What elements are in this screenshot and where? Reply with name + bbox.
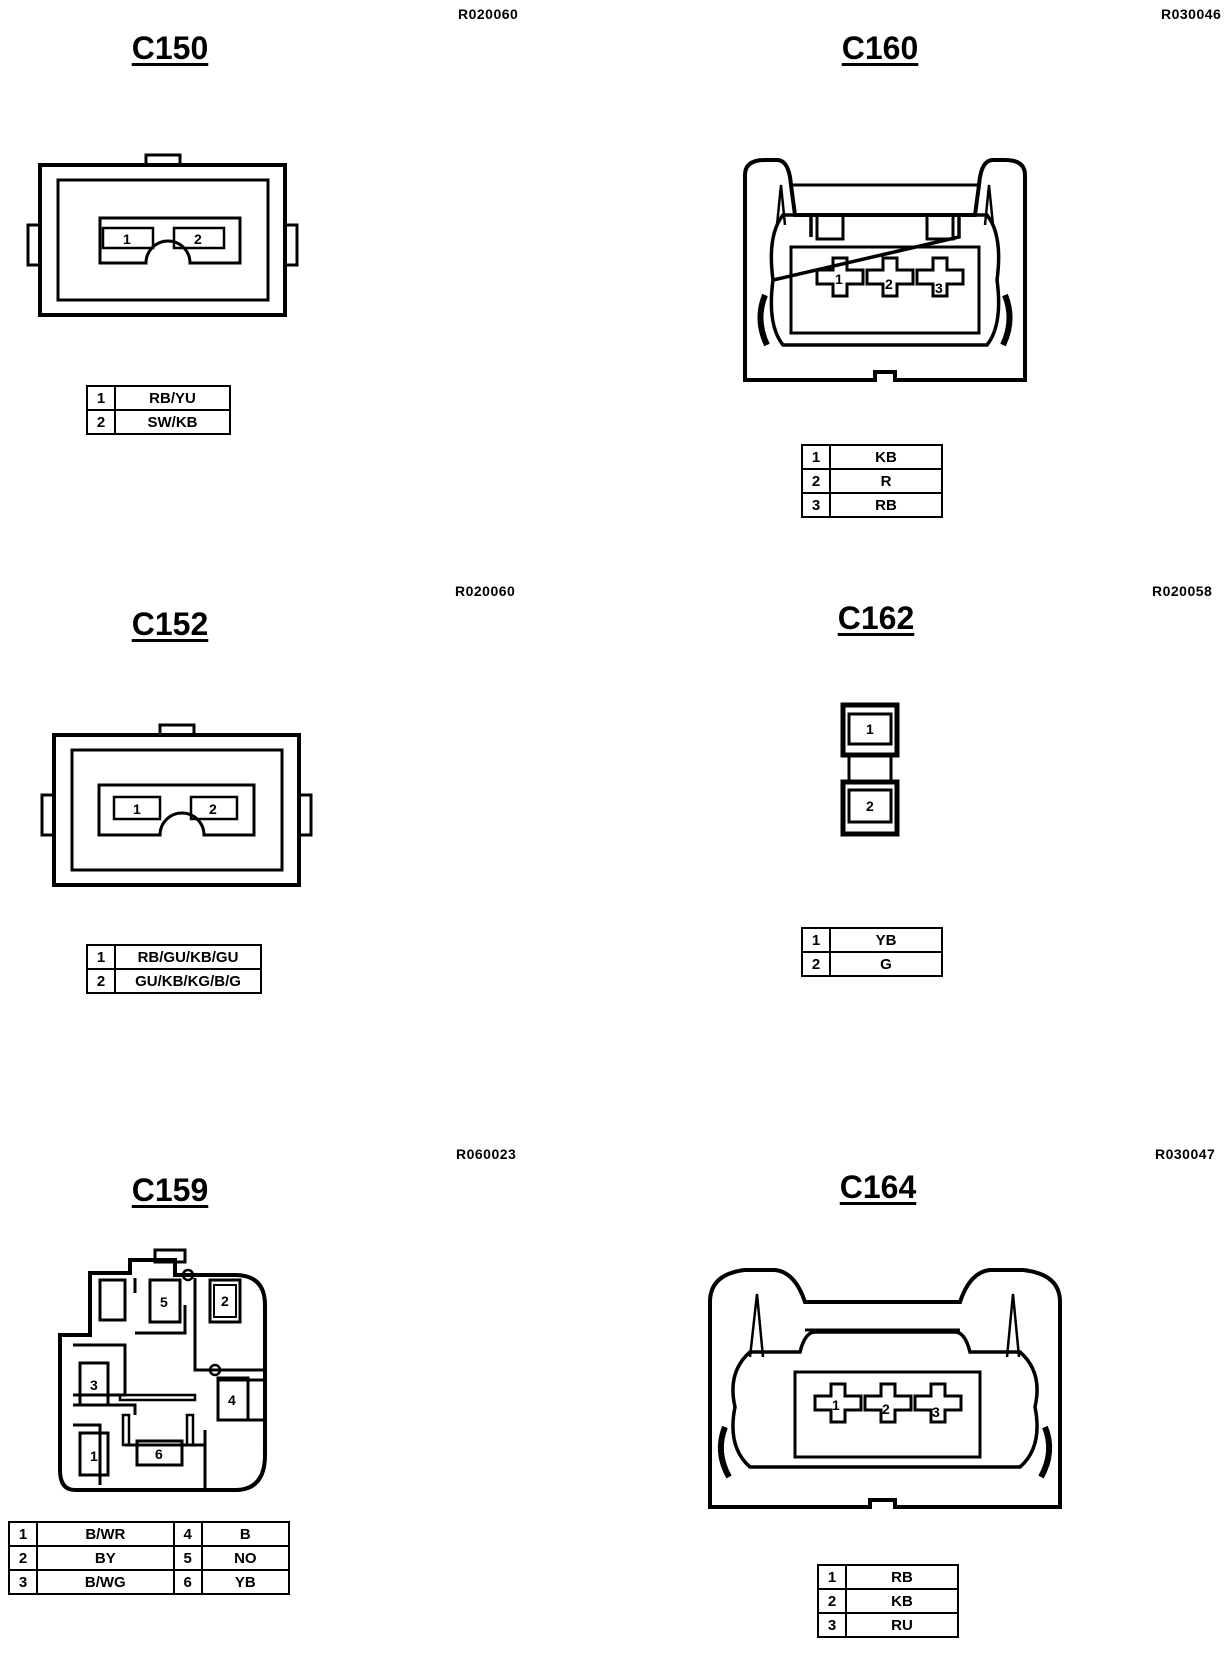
pin-number: 1	[801, 444, 831, 470]
c160-cavity-3: 3	[935, 280, 943, 296]
table-row: 2 G	[801, 951, 943, 977]
pin-number: 5	[172, 1545, 203, 1571]
table-row: 1 KB	[801, 444, 943, 470]
table-row: 2 BY 5 NO	[8, 1545, 291, 1571]
wire-color: RU	[845, 1612, 959, 1638]
c152-cavity-2: 2	[209, 801, 217, 817]
c162-ref-code: R020058	[1152, 583, 1213, 599]
c160-cavity-2: 2	[885, 276, 893, 292]
c159-pin-table: 1 B/WR 4 B 2 BY 5 NO 3 B/WG 6 YB	[8, 1521, 291, 1595]
pin-number: 2	[817, 1588, 847, 1614]
c159-cavity-3: 3	[90, 1377, 98, 1393]
c159-cavity-2: 2	[221, 1293, 229, 1309]
c159-cavity-4: 4	[228, 1392, 236, 1408]
wire-color: RB/YU	[114, 385, 231, 411]
table-row: 1 RB/GU/KB/GU	[86, 944, 262, 970]
wire-color: B/WR	[36, 1521, 175, 1547]
c159-connector-face: 1 2 3 4 5 6	[58, 1248, 267, 1492]
pin-number: 2	[801, 951, 831, 977]
wire-color: RB	[829, 492, 943, 518]
table-row: 3 B/WG 6 YB	[8, 1569, 291, 1595]
table-row: 1 RB/YU	[86, 385, 231, 411]
wire-color: KB	[829, 444, 943, 470]
c152-connector-face: 1 2	[40, 723, 313, 887]
c152-ref-code: R020060	[455, 583, 516, 599]
c162-connector-face: 1 2	[840, 702, 900, 837]
c152-title: C152	[131, 606, 209, 642]
c164-cavity-3: 3	[932, 1404, 940, 1420]
pin-number: 1	[86, 385, 116, 411]
c152-pin-table: 1 RB/GU/KB/GU 2 GU/KB/KG/B/G	[86, 944, 262, 994]
c162-cavity-2: 2	[866, 798, 874, 814]
c160-pin-table: 1 KB 2 R 3 RB	[801, 444, 943, 518]
c160-title: C160	[841, 30, 919, 66]
c164-cavity-1: 1	[832, 1397, 840, 1413]
c162-title: C162	[837, 600, 915, 636]
pin-number: 3	[817, 1612, 847, 1638]
c159-cavity-5: 5	[160, 1294, 168, 1310]
c152-cavity-1: 1	[133, 801, 141, 817]
wire-color: BY	[36, 1545, 175, 1571]
c164-cavity-2: 2	[882, 1401, 890, 1417]
table-row: 2 R	[801, 468, 943, 494]
c159-ref-code: R060023	[456, 1146, 517, 1162]
wire-color: YB	[200, 1569, 291, 1595]
c150-cavity-1: 1	[123, 231, 131, 247]
c150-pin-table: 1 RB/YU 2 SW/KB	[86, 385, 231, 435]
c159-cavity-1: 1	[90, 1448, 98, 1464]
wire-color: YB	[829, 927, 943, 953]
c162-pin-table: 1 YB 2 G	[801, 927, 943, 977]
c160-connector-face: 1 2 3	[743, 158, 1027, 382]
table-row: 2 GU/KB/KG/B/G	[86, 968, 262, 994]
wire-color: R	[829, 468, 943, 494]
c150-title: C150	[131, 30, 209, 66]
table-row: 2 KB	[817, 1588, 959, 1614]
c150-ref-code: R020060	[458, 6, 519, 22]
pin-number: 1	[86, 944, 116, 970]
table-row: 1 YB	[801, 927, 943, 953]
c150-connector-face: 1 2	[26, 153, 299, 317]
c164-connector-face: 1 2 3	[708, 1268, 1062, 1509]
pin-number: 2	[801, 468, 831, 494]
wire-color: KB	[845, 1588, 959, 1614]
c159-title: C159	[131, 1172, 209, 1208]
c150-cavity-2: 2	[194, 231, 202, 247]
pin-number: 1	[817, 1564, 847, 1590]
c162-cavity-1: 1	[866, 721, 874, 737]
pin-number: 3	[801, 492, 831, 518]
table-row: 1 B/WR 4 B	[8, 1521, 291, 1547]
wire-color: G	[829, 951, 943, 977]
wire-color: NO	[200, 1545, 291, 1571]
c164-title: C164	[839, 1169, 917, 1205]
wire-color: RB	[845, 1564, 959, 1590]
pin-number: 4	[172, 1521, 203, 1547]
pin-number: 2	[86, 409, 116, 435]
wire-color: B/WG	[36, 1569, 175, 1595]
table-row: 2 SW/KB	[86, 409, 231, 435]
pin-number: 6	[172, 1569, 203, 1595]
pin-number: 2	[86, 968, 116, 994]
table-row: 1 RB	[817, 1564, 959, 1590]
table-row: 3 RU	[817, 1612, 959, 1638]
c164-ref-code: R030047	[1155, 1146, 1216, 1162]
c160-ref-code: R030046	[1161, 6, 1222, 22]
wire-color: GU/KB/KG/B/G	[114, 968, 262, 994]
wire-color: B	[200, 1521, 291, 1547]
wire-color: SW/KB	[114, 409, 231, 435]
pin-number: 1	[8, 1521, 38, 1547]
c160-cavity-1: 1	[835, 271, 843, 287]
wire-color: RB/GU/KB/GU	[114, 944, 262, 970]
pin-number: 2	[8, 1545, 38, 1571]
pin-number: 3	[8, 1569, 38, 1595]
c164-pin-table: 1 RB 2 KB 3 RU	[817, 1564, 959, 1638]
c159-cavity-6: 6	[155, 1446, 163, 1462]
table-row: 3 RB	[801, 492, 943, 518]
pin-number: 1	[801, 927, 831, 953]
